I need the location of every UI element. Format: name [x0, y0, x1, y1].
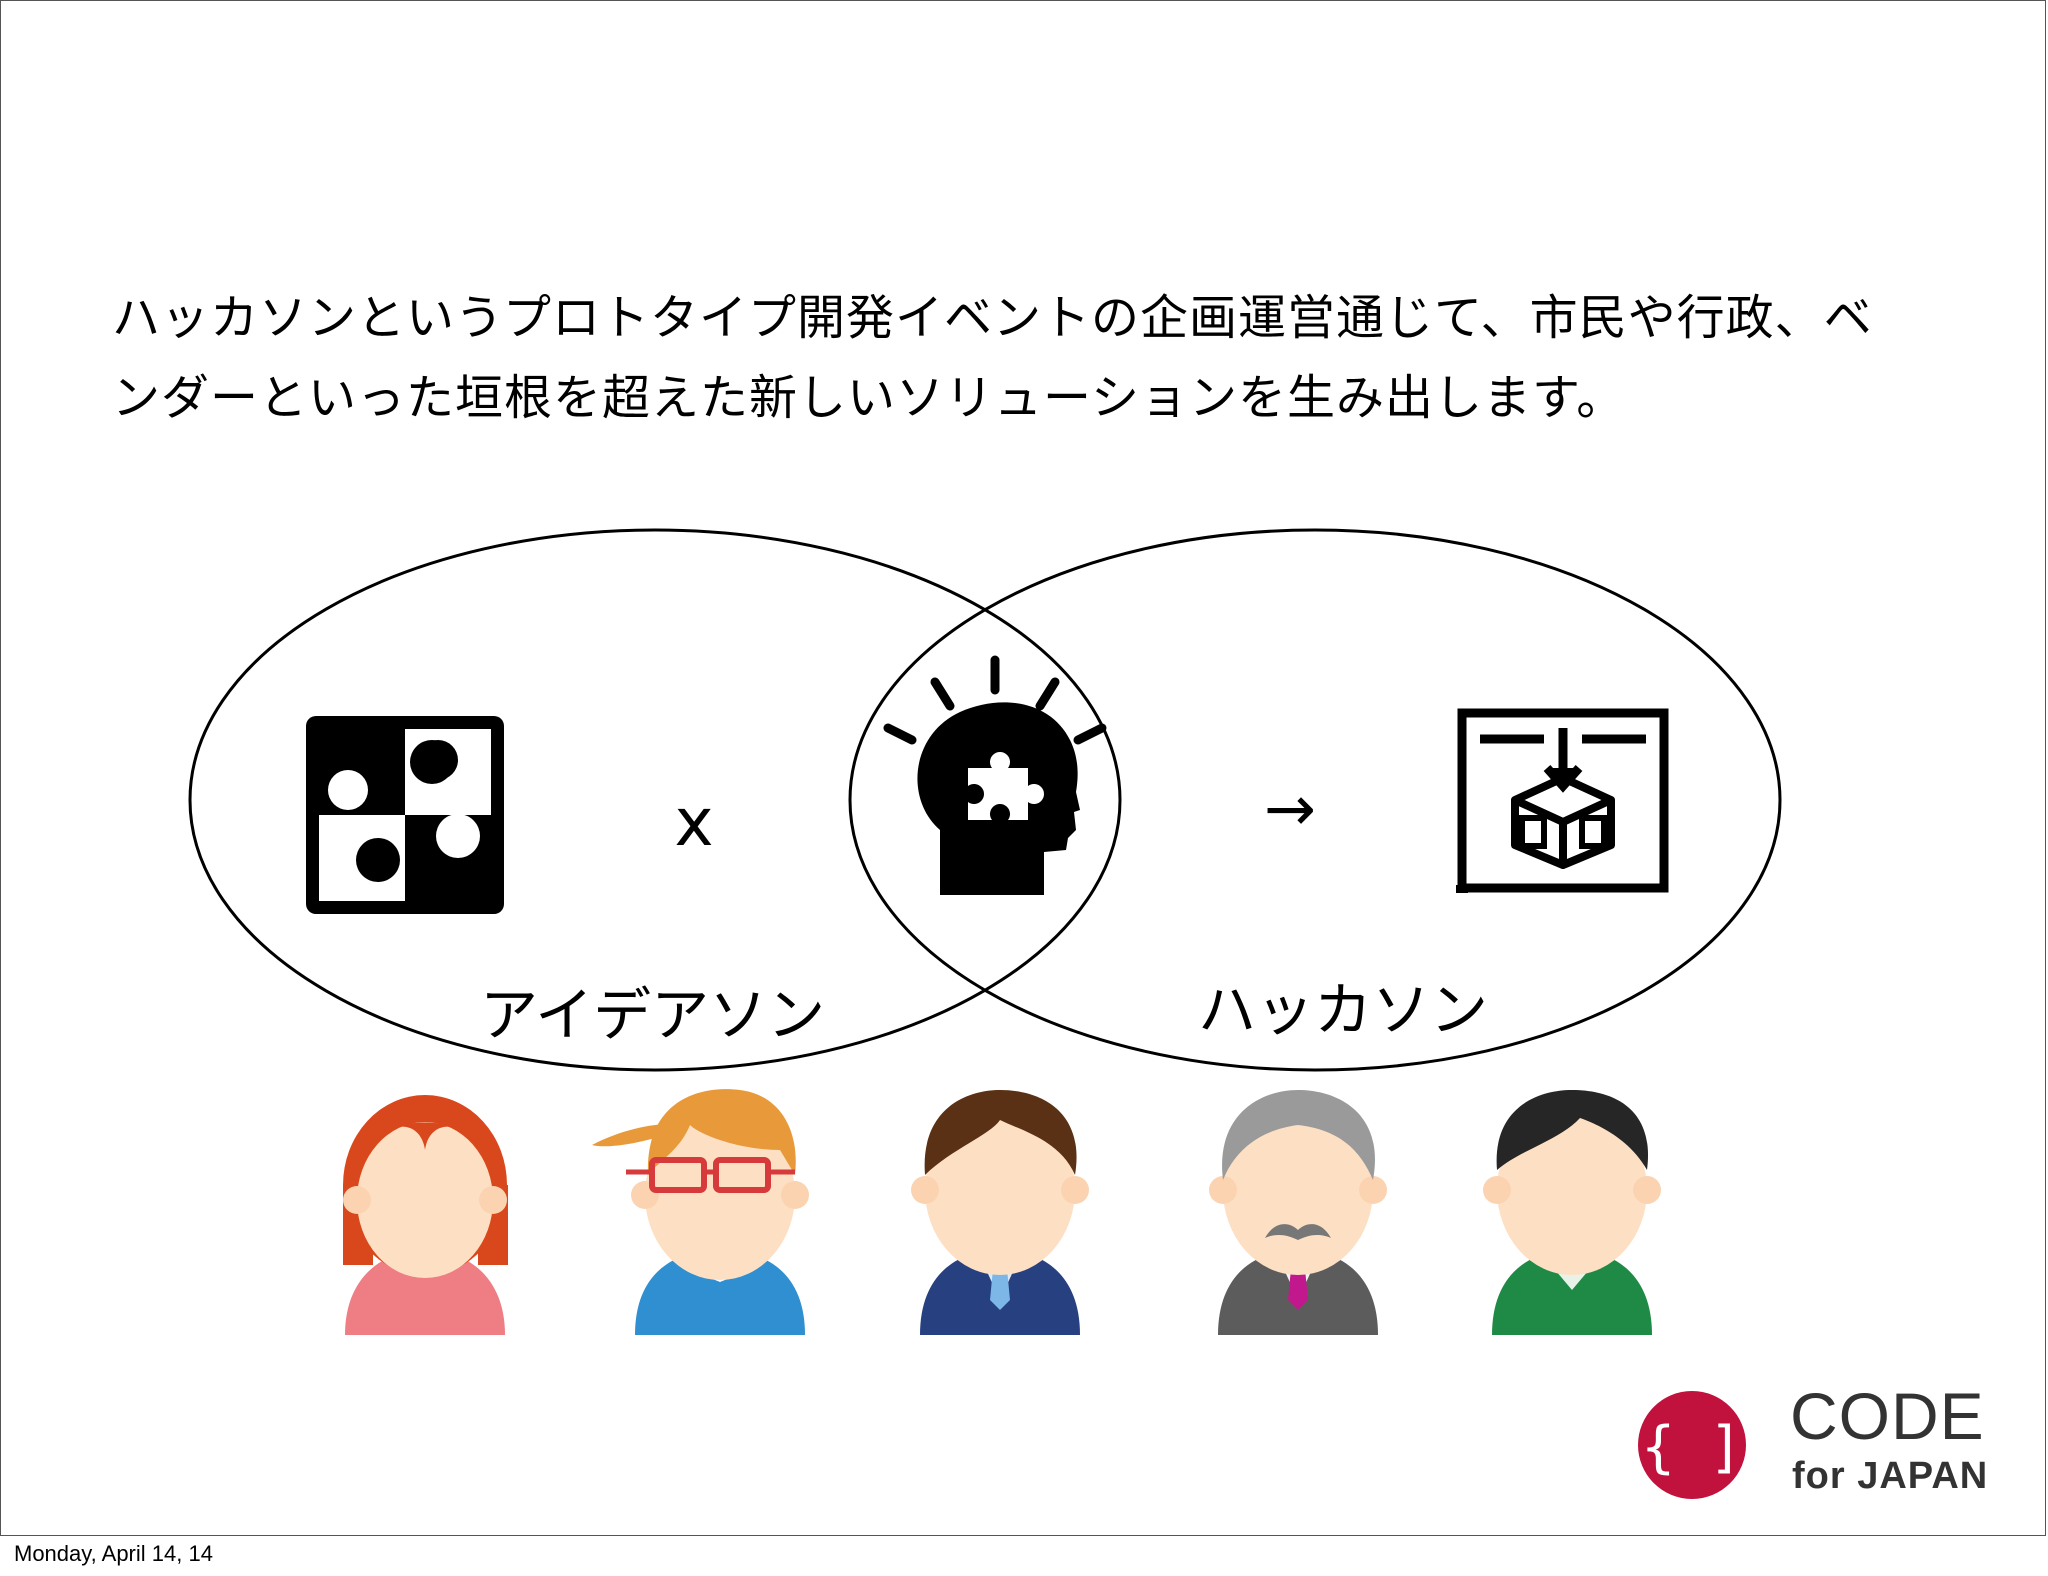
person-black-hair-green	[1483, 1090, 1661, 1335]
ideathon-label: アイデアソン	[480, 981, 826, 1049]
intro-text: ハッカソンというプロトタイプ開発イベントの企画運営通じて、市民や行政、ベ ンダー…	[112, 278, 1992, 438]
svg-text:{ ]: { ]	[1641, 1415, 1742, 1480]
hackathon-ellipse	[848, 528, 1782, 1072]
logo-code-text: CODE	[1790, 1379, 1985, 1453]
logo-for-japan-text: for JAPAN	[1792, 1455, 1989, 1497]
code-for-japan-logo-mark: { ]	[1638, 1391, 1746, 1499]
arrow-symbol: →	[1264, 772, 1316, 845]
venn-diagram: x →	[188, 528, 1782, 1499]
person-woman-red-hair	[343, 1095, 508, 1335]
intro-line-1: ハッカソンというプロトタイプ開発イベントの企画運営通じて、市民や行政、ベ	[112, 290, 1873, 346]
multiply-symbol: x	[674, 784, 713, 861]
fabricator-box-icon	[1456, 708, 1669, 893]
puzzle-icon	[306, 716, 504, 914]
intro-line-2: ンダーといった垣根を超えた新しいソリューションを生み出します。	[112, 370, 1626, 426]
person-gray-hair-mustache	[1209, 1090, 1387, 1335]
people-group	[343, 1089, 1661, 1335]
hackathon-label: ハッカソン	[1198, 976, 1489, 1044]
ideathon-ellipse	[188, 528, 1122, 1072]
person-glasses-blond	[592, 1089, 809, 1335]
person-suit-brown-hair	[911, 1090, 1089, 1335]
head-puzzle-icon	[883, 655, 1107, 895]
footer-date: Monday, April 14, 14	[14, 1541, 213, 1566]
